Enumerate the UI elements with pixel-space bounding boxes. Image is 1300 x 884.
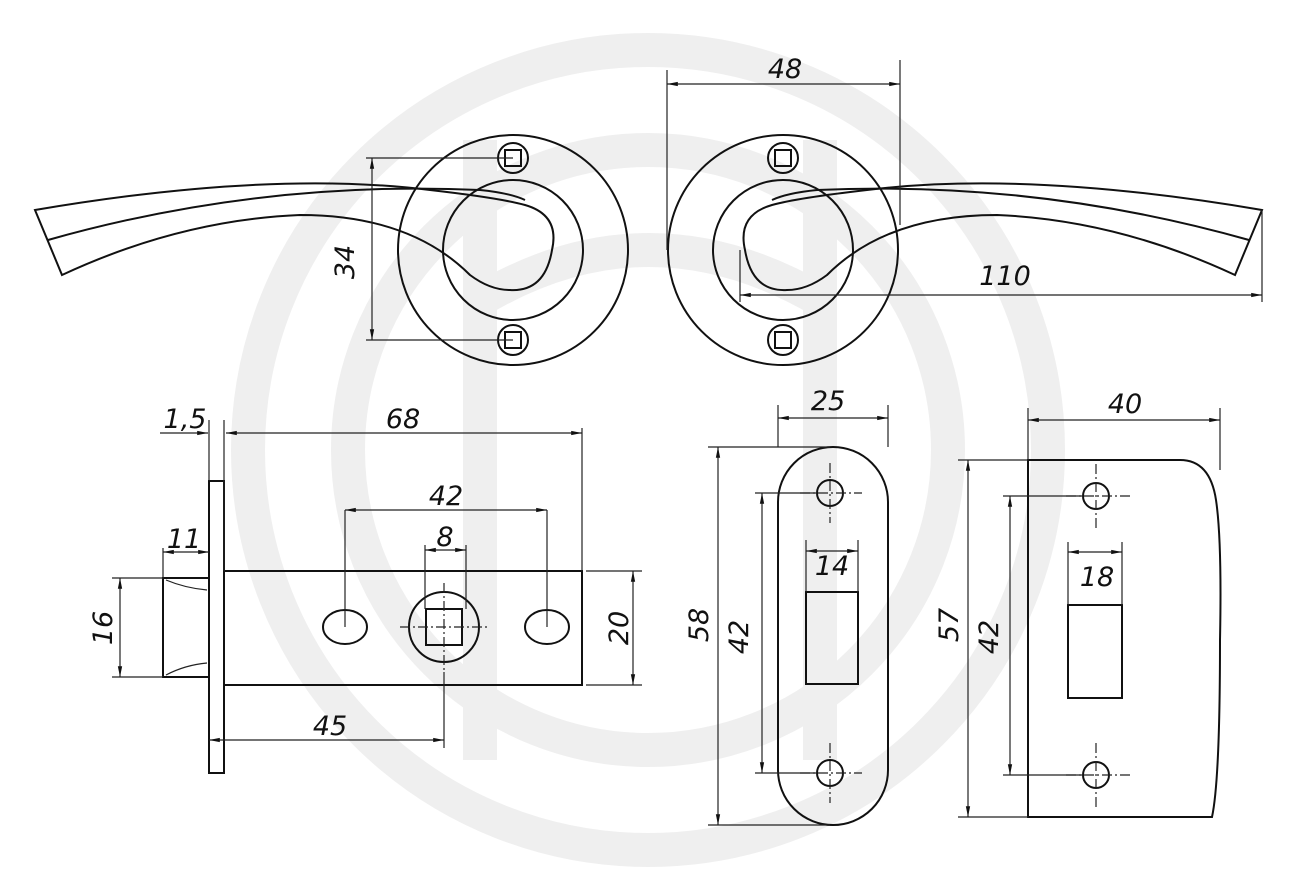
- dim-slot-width: 14: [815, 551, 849, 582]
- latch-view: 68 1,5 42 8 11 16 20 45: [88, 404, 642, 774]
- dim-backset: 45: [313, 711, 347, 742]
- strike-slot: [805, 591, 859, 685]
- dim-plate-height: 57: [934, 608, 965, 642]
- dim-handle-length: 110: [979, 261, 1031, 292]
- dim-spindle-square: 8: [436, 522, 453, 553]
- dim-plate-width: 25: [811, 386, 845, 417]
- dim-rosette-diameter: 48: [768, 54, 802, 85]
- strike-plate-round-view: 25 14 58 42: [684, 386, 889, 826]
- strike-plate-rect-view: 40 18 57 42: [934, 389, 1222, 818]
- latch-bolt: [162, 577, 210, 678]
- left-handle-view: 34: [33, 134, 629, 366]
- strike-plate-round: [777, 446, 889, 826]
- dim-body-height: 20: [604, 611, 635, 645]
- strike-slot: [1067, 604, 1123, 699]
- right-rosette: [667, 134, 899, 366]
- left-lever: [33, 182, 555, 292]
- dim-plate-height: 58: [684, 608, 715, 642]
- dim-plate-width: 40: [1108, 389, 1142, 420]
- dim-slot-width: 18: [1080, 562, 1114, 593]
- screw-icon: [767, 324, 799, 356]
- screw-icon: [767, 142, 799, 174]
- dim-hole-spacing: 42: [974, 620, 1005, 654]
- dim-bolt-projection: 11: [167, 524, 201, 555]
- dim-body-length: 68: [386, 404, 420, 435]
- dim-faceplate-thickness: 1,5: [164, 404, 207, 435]
- right-lever: [742, 182, 1264, 292]
- dim-hole-spacing: 42: [429, 481, 463, 512]
- latch-body: [223, 570, 583, 686]
- latch-faceplate: [208, 480, 225, 774]
- strike-plate-rect: [1027, 459, 1222, 818]
- dim-hole-spacing: 42: [724, 620, 755, 654]
- dim-bolt-height: 16: [88, 611, 119, 645]
- watermark-logo: [231, 33, 1065, 867]
- right-handle-view: 48 110: [666, 54, 1264, 366]
- dim-screw-spacing: 34: [330, 245, 361, 279]
- left-rosette: [397, 134, 629, 366]
